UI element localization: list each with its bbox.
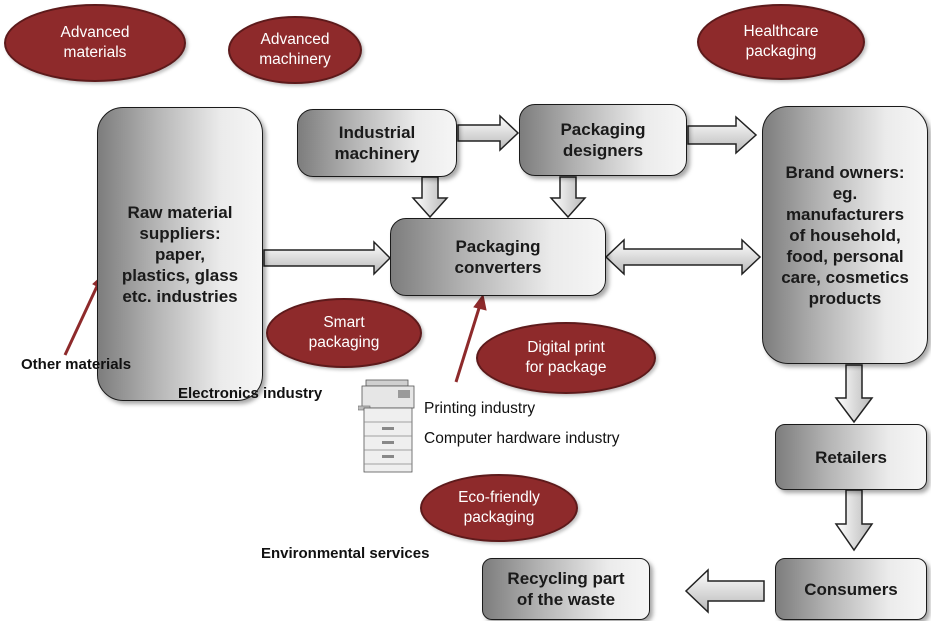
other-materials-label: Other materials — [21, 356, 132, 373]
arrow-raw-to-converters — [263, 240, 392, 276]
retailers-box: Retailers — [775, 424, 927, 490]
pointer-other-materials — [63, 281, 101, 356]
advanced-machinery-oval: Advanced machinery — [228, 16, 362, 84]
computer-hardware-industry-label: Computer hardware industry — [424, 430, 620, 447]
healthcare-packaging-label: Healthcare packaging — [743, 23, 819, 60]
packaging-designers-label: Packaging designers — [560, 120, 646, 160]
arrow-machinery-to-converters — [411, 176, 449, 219]
pointer-printing-industry — [454, 304, 482, 383]
packaging-converters-box: Packaging converters — [390, 218, 606, 296]
smart-packaging-oval: Smart packaging — [266, 298, 422, 368]
pointer-printing-industry-head — [473, 293, 487, 311]
raw-material-suppliers-box: Raw material suppliers: paper, plastics,… — [97, 107, 263, 401]
arrow-designers-to-brand-owners — [687, 115, 758, 155]
recycling-box: Recycling part of the waste — [482, 558, 650, 620]
advanced-machinery-label: Advanced machinery — [259, 31, 331, 68]
advanced-materials-label: Advanced materials — [60, 24, 130, 61]
advanced-materials-oval: Advanced materials — [4, 4, 186, 82]
consumers-box: Consumers — [775, 558, 927, 620]
packaging-converters-label: Packaging converters — [454, 237, 542, 277]
arrow-converters-brand-owners-bidirectional — [604, 238, 762, 276]
industrial-machinery-label: Industrial machinery — [334, 123, 420, 163]
raw-material-suppliers-label: Raw material suppliers: paper, plastics,… — [121, 202, 239, 306]
printing-industry-label: Printing industry — [424, 400, 536, 417]
digital-print-label: Digital print for package — [525, 339, 607, 376]
industrial-machinery-box: Industrial machinery — [297, 109, 457, 177]
arrow-designers-to-converters — [549, 176, 587, 219]
smart-packaging-label: Smart packaging — [308, 314, 380, 351]
eco-friendly-packaging-label: Eco-friendly packaging — [458, 489, 540, 526]
packaging-designers-box: Packaging designers — [519, 104, 687, 176]
consumers-label: Consumers — [804, 579, 898, 599]
recycling-label: Recycling part of the waste — [507, 569, 625, 609]
environmental-services-label: Environmental services — [261, 545, 430, 562]
arrow-brand-owners-to-retailers — [834, 364, 874, 424]
healthcare-packaging-oval: Healthcare packaging — [697, 4, 865, 80]
printer-copier-icon — [358, 379, 415, 473]
arrow-consumers-to-recycling — [684, 568, 765, 614]
electronics-industry-label: Electronics industry — [178, 385, 323, 402]
brand-owners-box: Brand owners: eg. manufacturers of house… — [762, 106, 928, 364]
digital-print-oval: Digital print for package — [476, 322, 656, 394]
arrow-retailers-to-consumers — [834, 489, 874, 552]
eco-friendly-packaging-oval: Eco-friendly packaging — [420, 474, 578, 542]
brand-owners-label: Brand owners: eg. manufacturers of house… — [781, 162, 909, 308]
arrow-machinery-to-designers — [457, 114, 520, 152]
retailers-label: Retailers — [815, 447, 887, 467]
